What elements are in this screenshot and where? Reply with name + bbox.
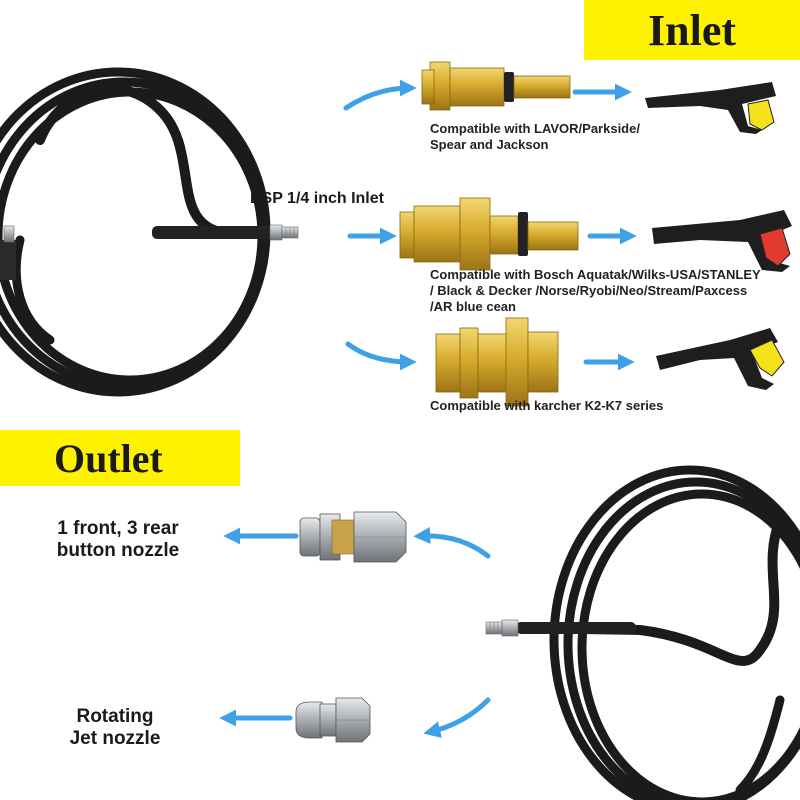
nozzle-label-2: Rotating Jet nozzle	[40, 706, 190, 750]
rotating-jet-nozzle	[295, 697, 371, 743]
adapter-caption-3: Compatible with karcher K2-K7 series	[430, 398, 663, 414]
nozzle-label-line: Rotating	[76, 706, 154, 727]
inlet-title: Inlet	[648, 5, 736, 55]
spray-gun-karcher	[656, 328, 785, 390]
outlet-hose-fitting	[485, 619, 636, 637]
inlet-banner: Inlet	[584, 0, 800, 60]
adapter-bosch	[399, 197, 579, 271]
caption-line: Spear and Jackson	[430, 137, 549, 152]
caption-line: Compatible with LAVOR/Parkside/	[430, 121, 640, 136]
nozzle-label-line: 1 front, 3 rear	[57, 518, 179, 539]
bsp-inlet-label: BSP 1/4 inch Inlet	[250, 190, 384, 207]
adapter-lavor	[421, 61, 571, 111]
caption-line: Compatible with Bosch Aquatak/Wilks-USA/…	[430, 267, 761, 282]
outlet-banner: Outlet	[0, 430, 240, 486]
inlet-hose-fitting	[152, 224, 299, 241]
adapter-caption-1: Compatible with LAVOR/Parkside/ Spear an…	[430, 121, 640, 153]
adapter-caption-2: Compatible with Bosch Aquatak/Wilks-USA/…	[430, 267, 761, 315]
button-nozzle	[299, 511, 407, 563]
caption-line: / Black & Decker /Norse/Ryobi/Neo/Stream…	[430, 283, 748, 298]
outlet-hose-coil	[515, 465, 800, 800]
outlet-arrows	[219, 527, 491, 738]
nozzle-label-line: button nozzle	[56, 540, 180, 561]
caption-line: /AR blue cean	[430, 299, 516, 314]
hose-left-fitting	[0, 225, 16, 280]
inlet-arrows	[343, 79, 637, 371]
nozzle-label-1: 1 front, 3 rear button nozzle	[38, 518, 198, 562]
spray-gun-lavor	[645, 82, 776, 134]
nozzle-label-line: Jet nozzle	[69, 728, 161, 749]
spray-gun-bosch	[652, 210, 792, 272]
caption-line: Compatible with karcher K2-K7 series	[430, 398, 664, 413]
outlet-title: Outlet	[54, 435, 163, 481]
adapter-karcher	[435, 317, 559, 407]
